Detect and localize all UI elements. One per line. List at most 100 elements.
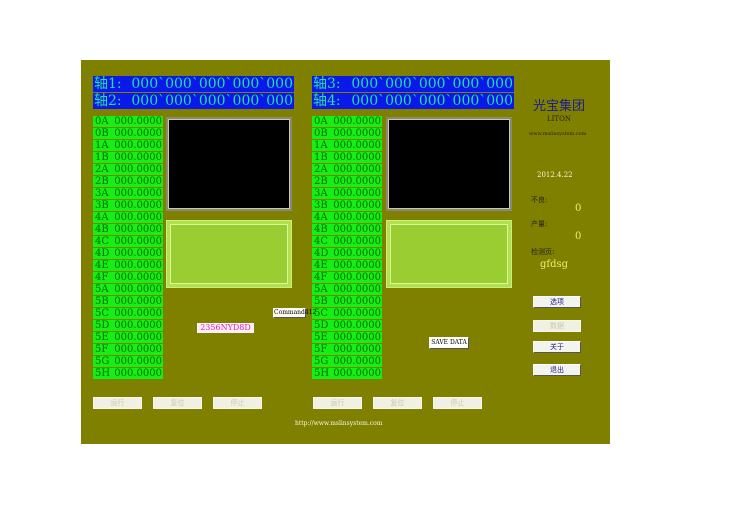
row-key: 1B — [95, 152, 109, 163]
value-row: 4C 000.0000 — [312, 236, 382, 247]
company-name: 光宝集团 — [533, 99, 586, 114]
row-value: 000.0000 — [114, 236, 162, 247]
save-data-button[interactable]: SAVE DATA — [429, 337, 469, 349]
row-key: 2B — [314, 176, 328, 187]
value-row: 2A 000.0000 — [93, 164, 163, 175]
value-row: 1A 000.0000 — [312, 140, 382, 151]
row-value: 000.0000 — [333, 236, 381, 247]
row-key: 5F — [95, 344, 109, 355]
axis-label: 轴3: — [313, 76, 341, 92]
value-row: 5B 000.0000 — [93, 296, 163, 307]
axis-label: 轴4: — [313, 93, 341, 109]
stop-button-right[interactable]: 停止 — [433, 397, 482, 409]
row-key: 1A — [314, 140, 328, 151]
row-key: 5B — [95, 296, 109, 307]
exit-button[interactable]: 退出 — [533, 364, 581, 376]
row-value: 000.0000 — [114, 296, 162, 307]
row-value: 000.0000 — [114, 308, 162, 319]
run-button-right[interactable]: 运行 — [313, 397, 362, 409]
data-button[interactable]: 数据 — [533, 320, 581, 332]
options-button[interactable]: 选项 — [533, 296, 581, 308]
stop-button-left[interactable]: 停止 — [213, 397, 262, 409]
row-value: 000.0000 — [333, 224, 381, 235]
row-key: 0B — [314, 128, 328, 139]
row-key: 4E — [95, 260, 109, 271]
row-key: 5H — [314, 368, 330, 379]
row-key: 5H — [95, 368, 111, 379]
run-button-left[interactable]: 运行 — [93, 397, 142, 409]
axis4-display: 轴4: 000`000`000`000`000 — [312, 93, 514, 109]
row-key: 0B — [95, 128, 109, 139]
row-value: 000.0000 — [333, 164, 381, 175]
code-label: 2356NYD8D — [197, 323, 254, 333]
axis-value: 000`000`000`000`000 — [351, 93, 513, 109]
row-value: 000.0000 — [333, 272, 381, 283]
row-key: 5C — [314, 308, 329, 319]
row-value: 000.0000 — [114, 368, 162, 379]
output-value: 0 — [575, 231, 582, 242]
row-value: 000.0000 — [333, 284, 381, 295]
about-button[interactable]: 关于 — [533, 341, 581, 353]
row-key: 5A — [314, 284, 328, 295]
value-row: 4C 000.0000 — [93, 236, 163, 247]
row-value: 000.0000 — [114, 164, 162, 175]
axis-value: 000`000`000`000`000 — [131, 93, 293, 109]
brand-name: LITON — [547, 115, 571, 123]
row-key: 4A — [95, 212, 109, 223]
row-key: 4C — [314, 236, 329, 247]
row-key: 5E — [95, 332, 109, 343]
row-key: 2A — [314, 164, 328, 175]
row-value: 000.0000 — [333, 368, 381, 379]
row-value: 000.0000 — [114, 140, 162, 151]
row-key: 3A — [95, 188, 109, 199]
row-key: 4B — [95, 224, 109, 235]
value-row: 5F 000.0000 — [93, 344, 163, 355]
axis-label: 轴2: — [94, 93, 122, 109]
axis-value: 000`000`000`000`000 — [131, 76, 293, 92]
row-value: 000.0000 — [333, 140, 381, 151]
row-key: 5A — [95, 284, 109, 295]
axis-label: 轴1: — [94, 76, 122, 92]
row-value: 000.0000 — [114, 152, 162, 163]
row-value: 000.0000 — [114, 356, 162, 367]
check-label: 检测页: — [531, 248, 555, 256]
row-value: 000.0000 — [114, 320, 162, 331]
row-key: 4C — [95, 236, 110, 247]
reset-button-left[interactable]: 复位 — [153, 397, 202, 409]
row-key: 1B — [314, 152, 328, 163]
command-button[interactable]: Command412 — [273, 308, 317, 318]
row-key: 2B — [95, 176, 109, 187]
row-value: 000.0000 — [114, 200, 162, 211]
row-value: 000.0000 — [333, 200, 381, 211]
row-key: 4D — [314, 248, 329, 259]
footer-url[interactable]: http://www.mslinsystem.com — [295, 420, 383, 427]
reset-button-right[interactable]: 复位 — [373, 397, 422, 409]
row-key: 5G — [314, 356, 329, 367]
left-camera-view — [166, 117, 292, 211]
date-label: 2012.4.22 — [537, 171, 573, 179]
axis3-display: 轴3:000`000`000`000`000 — [312, 76, 514, 92]
row-value: 000.0000 — [114, 344, 162, 355]
row-key: 4B — [314, 224, 328, 235]
row-key: 2A — [95, 164, 109, 175]
